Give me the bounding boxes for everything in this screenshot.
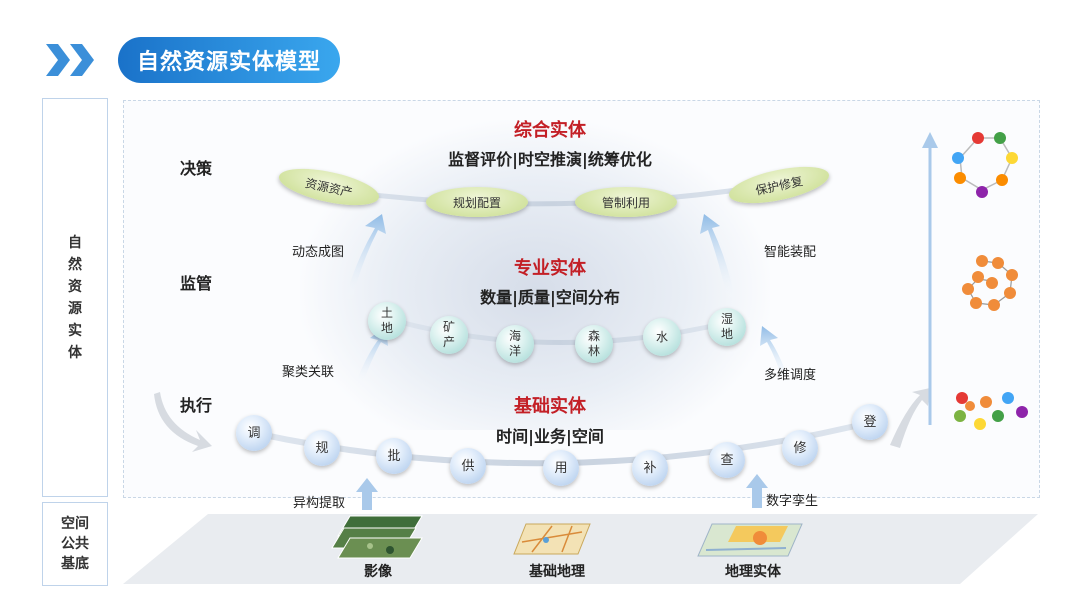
- label-digital-twin: 数字孪生: [766, 494, 819, 509]
- professional-node-forest: 森林: [575, 325, 613, 363]
- basic-node-supply: 供: [450, 448, 486, 484]
- base-category-label: 空间公共基底: [61, 516, 89, 572]
- basic-node-approve: 批: [376, 438, 412, 474]
- geographic-entity-icon: [697, 523, 803, 557]
- network-cluster-icon: [952, 132, 1018, 198]
- basic-node-register: 登: [852, 404, 888, 440]
- comprehensive-entity-subtitle: 监督评价|时空推演|统筹优化: [448, 150, 652, 169]
- basic-node-supplement: 补: [632, 450, 668, 486]
- row-label-decision: 决策: [180, 159, 213, 178]
- linked-cluster-icon: [962, 255, 1018, 311]
- professional-node-mineral: 矿产: [430, 316, 468, 354]
- professional-entity-title: 专业实体: [514, 258, 586, 279]
- header-chevrons: [46, 44, 94, 76]
- basic-geography-icon: [513, 523, 591, 555]
- basic-entity-title: 基础实体: [514, 396, 586, 417]
- label-dynamic-mapping: 动态成图: [292, 245, 345, 260]
- page-title: 自然资源实体模型: [118, 37, 340, 83]
- professional-entity-subtitle: 数量|质量|空间分布: [480, 288, 620, 307]
- base-label-imagery: 影像: [364, 564, 392, 580]
- funnel-shape: [300, 120, 770, 430]
- basic-node-inspect: 查: [709, 442, 745, 478]
- professional-node-land: 土地: [368, 302, 406, 340]
- main-category-box: 自然资源实体: [42, 98, 108, 497]
- label-heterogeneous-extract: 异构提取: [293, 496, 346, 511]
- comprehensive-entity-title: 综合实体: [514, 120, 586, 141]
- row-label-execution: 执行: [180, 396, 213, 415]
- base-label-basic-geography: 基础地理: [529, 564, 585, 580]
- label-multi-dim-dispatch: 多维调度: [764, 368, 817, 383]
- professional-node-water: 水: [643, 318, 681, 356]
- basic-node-survey: 调: [236, 415, 272, 451]
- basic-node-plan: 规: [304, 430, 340, 466]
- imagery-icon: [331, 515, 423, 559]
- base-category-box: 空间公共基底: [42, 502, 108, 586]
- professional-node-wetland: 湿地: [708, 308, 746, 346]
- scattered-dots-icon: [954, 392, 1028, 430]
- label-cluster-link: 聚类关联: [282, 365, 335, 380]
- base-label-geographic-entity: 地理实体: [725, 564, 781, 580]
- comprehensive-node-control: 管制利用: [575, 187, 677, 217]
- professional-node-ocean: 海洋: [496, 325, 534, 363]
- main-category-label: 自然资源实体: [68, 234, 82, 361]
- comprehensive-node-planning: 规划配置: [426, 187, 528, 217]
- basic-node-repair: 修: [782, 430, 818, 466]
- basic-node-use: 用: [543, 450, 579, 486]
- row-label-supervision: 监管: [180, 274, 213, 293]
- label-smart-assembly: 智能装配: [764, 245, 817, 260]
- basic-entity-subtitle: 时间|业务|空间: [496, 427, 604, 446]
